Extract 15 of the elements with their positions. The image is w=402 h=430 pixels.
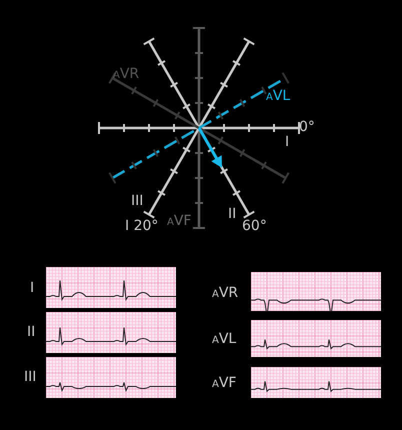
lead-label: I [285,135,290,150]
lead-label: aVF [212,376,236,391]
lead-label: aVL [266,89,290,104]
angle-label: I 20° [125,219,158,234]
angle-label: 60° [242,219,267,234]
lead-label: III [24,370,36,385]
lead-label: aVR [113,67,140,82]
angle-label: 0° [299,120,315,135]
lead-label: I [30,281,34,296]
lead-label: aVR [212,286,238,301]
lead-label: III [131,194,144,209]
lead-label: II [27,325,36,340]
lead-label: II [228,207,236,222]
lead-label: aVL [212,332,236,347]
lead-label: aVF [167,214,192,229]
